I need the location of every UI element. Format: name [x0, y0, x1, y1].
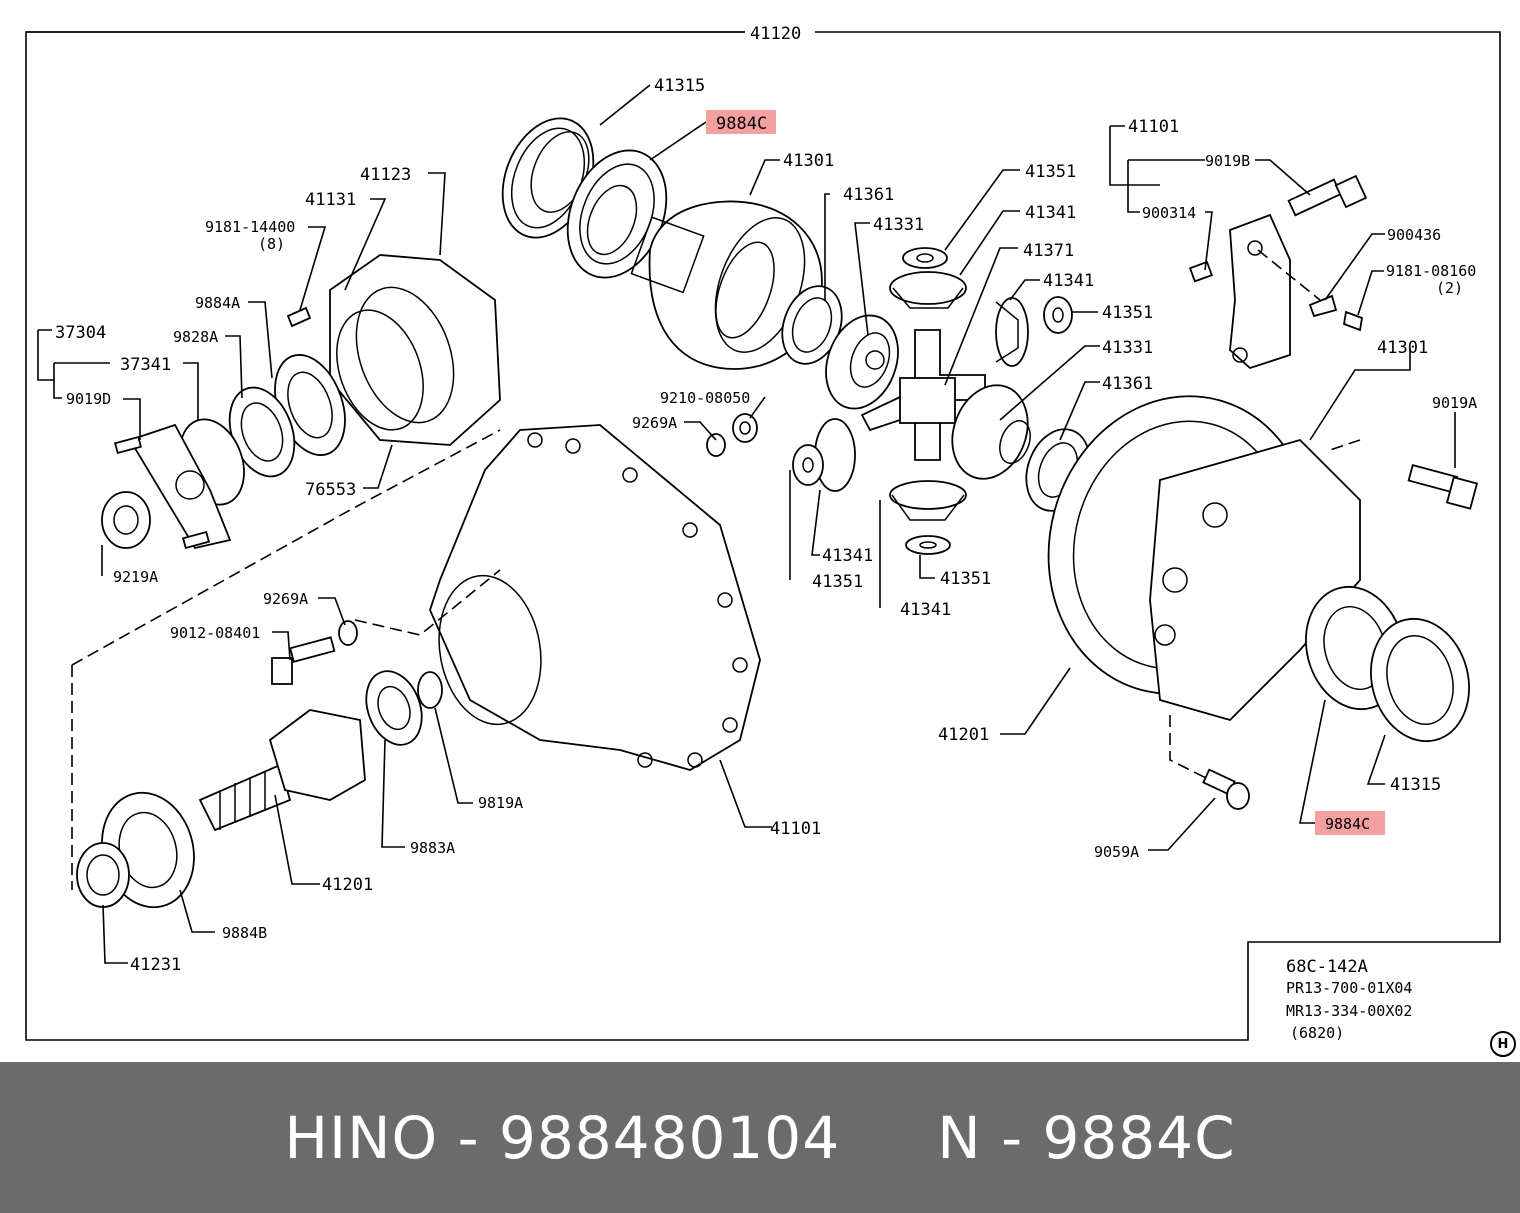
part-label-41351-mid[interactable]: 41351: [1102, 303, 1153, 323]
part-label-41341-bot[interactable]: 41341: [900, 600, 951, 620]
part-label-9884c[interactable]: 9884C: [716, 114, 767, 134]
info-code: 68C-142A: [1286, 957, 1368, 977]
bolt-9019d: [114, 435, 210, 550]
washer-41351-top: [902, 247, 948, 269]
leader-lines: [37, 84, 1456, 964]
flange-37341: [128, 418, 245, 550]
pinion-gear-41341-top: [889, 271, 967, 309]
washer-41351-right: [1043, 296, 1073, 334]
part-label-9012-08401[interactable]: 9012-08401: [170, 624, 260, 642]
part-label-41101-bot[interactable]: 41101: [770, 819, 821, 839]
part-label-9019d[interactable]: 9019D: [66, 390, 111, 408]
bolt-9019a: [1407, 463, 1479, 510]
part-label-41351-low2[interactable]: 41351: [940, 569, 991, 589]
seal-9828a: [228, 386, 296, 478]
part-label-41201-bot[interactable]: 41201: [322, 875, 373, 895]
side-gear-41331: [825, 314, 899, 410]
part-label-41341-mid[interactable]: 41341: [1043, 271, 1094, 291]
part-label-9181-08160[interactable]: 9181-08160: [1386, 262, 1476, 280]
part-label-9883a[interactable]: 9883A: [410, 839, 455, 857]
frame-label: 41120: [750, 24, 801, 44]
bolt-9019b: [1287, 174, 1368, 217]
washer-9269a-top: [706, 433, 726, 457]
diagram-info-box: 68C-142A PR13-700-01X04 MR13-334-00X02 (…: [1286, 957, 1412, 1042]
part-label-41361[interactable]: 41361: [843, 185, 894, 205]
frame-outline: [25, 31, 1501, 1041]
spider-41371: [860, 329, 986, 461]
part-label-76553[interactable]: 76553: [305, 480, 356, 500]
bolt-9012-08401: [271, 636, 336, 685]
lock-900436: [1308, 294, 1338, 318]
part-label-37304[interactable]: 37304: [55, 323, 106, 343]
highlight-9884c-right: [1315, 811, 1385, 835]
snap-ring-9819a: [417, 671, 443, 709]
washer-41351-bottom: [905, 535, 951, 555]
part-label-9884a[interactable]: 9884A: [195, 294, 240, 312]
part-label-9059a[interactable]: 9059A: [1094, 843, 1139, 861]
part-label-41331-mid[interactable]: 41331: [1102, 338, 1153, 358]
part-label-9219a[interactable]: 9219A: [113, 568, 158, 586]
part-label-9884c-right[interactable]: 9884C: [1325, 815, 1370, 833]
exploded-parts-diagram: 41120: [25, 24, 1501, 1042]
pinion-gear-41341-bottom: [889, 480, 967, 521]
part-label-9019a[interactable]: 9019A: [1432, 394, 1477, 412]
info-pr: PR13-700-01X04: [1286, 979, 1412, 997]
part-label-41341-low[interactable]: 41341: [822, 546, 873, 566]
washer-9269a-low: [338, 620, 358, 646]
part-label-41131[interactable]: 41131: [305, 190, 356, 210]
race-41315-right: [1370, 617, 1470, 743]
part-label-41341[interactable]: 41341: [1025, 203, 1076, 223]
diff-case-41301-right: [1149, 438, 1361, 722]
parts-diagram-area: 41120: [25, 24, 1516, 1057]
bearing-9883a: [365, 670, 423, 746]
bolt-9181-08160: [1342, 310, 1364, 332]
part-label-9269a[interactable]: 9269A: [632, 414, 677, 432]
help-icon[interactable]: H: [1490, 1031, 1516, 1057]
info-mr: MR13-334-00X02: [1286, 1002, 1412, 1020]
part-label-41315[interactable]: 41315: [654, 76, 705, 96]
part-label-41351[interactable]: 41351: [1025, 162, 1076, 182]
part-label-41371[interactable]: 41371: [1023, 241, 1074, 261]
part-label-41331[interactable]: 41331: [873, 215, 924, 235]
drive-pinion-41201: [198, 709, 366, 832]
part-label-41351-low[interactable]: 41351: [812, 572, 863, 592]
part-label-9181-14400[interactable]: 9181-14400: [205, 218, 295, 236]
part-label-900436[interactable]: 900436: [1387, 226, 1441, 244]
part-label-9828a[interactable]: 9828A: [173, 328, 218, 346]
washer-41351-left: [792, 444, 824, 486]
part-label-9819a[interactable]: 9819A: [478, 794, 523, 812]
part-label-41231[interactable]: 41231: [130, 955, 181, 975]
footer-bar: HINO - 988480104 N - 9884C: [0, 1062, 1520, 1213]
part-label-9019b[interactable]: 9019B: [1205, 152, 1250, 170]
part-label-41361-mid[interactable]: 41361: [1102, 374, 1153, 394]
part-qty-2: (2): [1436, 279, 1463, 297]
part-label-41101[interactable]: 41101: [1128, 117, 1179, 137]
washer-41361-top: [781, 285, 843, 365]
footer-part-number: HINO - 988480104 N - 9884C: [284, 1103, 1236, 1172]
part-label-41301-right[interactable]: 41301: [1377, 338, 1428, 358]
part-qty-8: (8): [258, 235, 285, 253]
axle-housing-41101: [429, 424, 761, 771]
pin-900314: [1188, 260, 1213, 283]
carrier-41123: [329, 254, 501, 446]
part-label-37341[interactable]: 37341: [120, 355, 171, 375]
nut-9219a: [101, 491, 151, 549]
highlight-9884c-top: [706, 110, 776, 134]
bearing-cap-41101: [1229, 213, 1291, 370]
part-label-9884b[interactable]: 9884B: [222, 924, 267, 942]
info-num: (6820): [1290, 1024, 1344, 1042]
part-label-9210-08050[interactable]: 9210-08050: [660, 389, 750, 407]
bolt-9181-14400: [286, 306, 312, 328]
part-label-41301[interactable]: 41301: [783, 151, 834, 171]
part-label-900314[interactable]: 900314: [1142, 204, 1196, 222]
nut-9210-08050: [732, 413, 758, 443]
race-41231: [76, 842, 130, 908]
part-label-41123[interactable]: 41123: [360, 165, 411, 185]
side-gear-41331-right: [951, 384, 1031, 480]
part-label-41315-right[interactable]: 41315: [1390, 775, 1441, 795]
pinion-gear-41341-right: [995, 297, 1029, 367]
part-label-41201-right[interactable]: 41201: [938, 725, 989, 745]
part-label-9269a-low[interactable]: 9269A: [263, 590, 308, 608]
bolt-9059a: [1202, 768, 1250, 810]
